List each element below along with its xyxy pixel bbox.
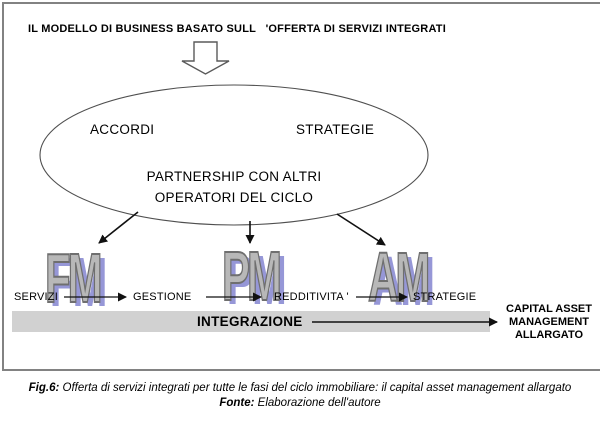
outcome-line2: MANAGEMENT [508,316,590,328]
caption-line1: Fig.6: Offerta di servizi integrati per … [0,381,600,396]
integration-bar-label: INTEGRAZIONE [197,314,303,329]
integration-bar [12,311,490,332]
caption-line2: Fonte: Elaborazione dell'autore [0,396,600,411]
outcome-line3: ALLARGATO [514,329,584,341]
outcome-text: CAPITAL ASSET MANAGEMENT ALLARGATO [503,303,595,342]
ellipse-label-strategie: STRATEGIE [296,122,375,137]
step-gestione: GESTIONE [133,291,192,303]
ellipse-label-accordi: ACCORDI [90,122,155,137]
outcome-line1: CAPITAL ASSET [506,303,592,315]
partnership-line2: OPERATORI DEL CICLO [154,190,314,205]
caption-fig-label: Fig.6: [28,382,60,394]
step-servizi: SERVIZI [14,291,58,303]
caption-source-text: Elaborazione dell'autore [257,397,381,409]
step-strategie: STRATEGIE [413,291,477,303]
figure-caption: Fig.6: Offerta di servizi integrati per … [0,381,600,411]
ellipse-center-text: PARTNERSHIP CON ALTRI OPERATORI DEL CICL… [34,166,434,208]
step-redditivita: REDDITIVITA ' [274,291,349,303]
caption-fig-text: Offerta di servizi integrati per tutte l… [62,382,572,394]
pm-block-letters: PM [221,237,282,315]
fm-block-letters: FM [44,239,103,317]
partnership-line1: PARTNERSHIP CON ALTRI [146,169,322,184]
diagram-title: IL MODELLO DI BUSINESS BASATO SULL 'OFFE… [28,23,446,35]
caption-source-label: Fonte: [219,397,255,409]
